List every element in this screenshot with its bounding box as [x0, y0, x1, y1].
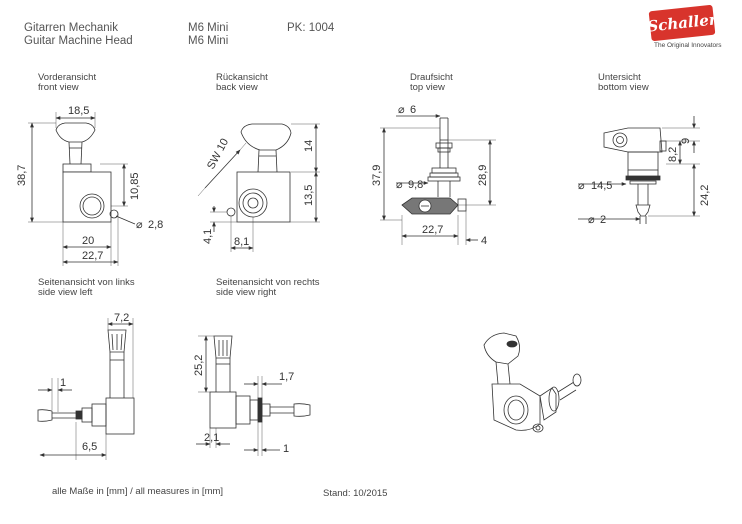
front-view-drawing — [28, 112, 136, 266]
diameter-symbol: ⌀ — [136, 219, 143, 231]
dim-back-41: 4,1 — [202, 229, 214, 244]
view-back-de: Rückansicht — [216, 72, 268, 83]
diameter-symbol: ⌀ — [578, 180, 585, 192]
dim-front-h2: 10,85 — [129, 172, 141, 200]
dim-right-17: 1,7 — [279, 371, 294, 383]
dim-bot-d145: 14,5 — [591, 180, 612, 192]
diameter-symbol: ⌀ — [398, 104, 405, 116]
bottom-view-drawing — [578, 116, 700, 224]
dim-right-21: 2,1 — [204, 432, 219, 444]
view-top-en: top view — [410, 82, 445, 93]
isometric-view-drawing — [483, 332, 582, 433]
dim-top-4: 4 — [481, 235, 487, 247]
dim-front-w20: 20 — [82, 235, 94, 247]
side-right-drawing — [196, 335, 311, 456]
model-label: M6 Mini — [188, 22, 229, 34]
dim-top-d98: 9,8 — [408, 179, 423, 191]
dim-left-72: 7,2 — [114, 312, 129, 324]
dim-top-d6: 6 — [410, 104, 416, 116]
dim-bot-82: 8,2 — [667, 147, 679, 162]
dim-back-14: 14 — [303, 140, 315, 152]
top-view-drawing — [380, 114, 496, 245]
units-note: alle Maße in [mm] / all measures in [mm] — [52, 486, 224, 497]
dim-bot-d2: 2 — [600, 214, 606, 226]
model-label-en: M6 Mini — [188, 35, 229, 47]
view-right-de: Seitenansicht von rechts — [216, 277, 320, 288]
dim-front-w22: 22,7 — [82, 250, 103, 262]
dim-back-sw: SW 10 — [205, 137, 231, 172]
diameter-symbol: ⌀ — [588, 214, 595, 226]
title-de: Gitarren Mechanik — [24, 22, 118, 34]
brand-tagline: The Original Innovators — [654, 42, 722, 49]
dim-bot-9: 9 — [680, 138, 692, 144]
dim-front-hole: 2,8 — [148, 219, 163, 231]
view-left-de: Seitenansicht von links — [38, 277, 135, 288]
view-top-de: Draufsicht — [410, 72, 453, 83]
view-right-en: side view right — [216, 287, 277, 298]
dim-top-227: 22,7 — [422, 224, 443, 236]
dim-left-65: 6,5 — [82, 441, 97, 453]
dim-back-81: 8,1 — [234, 236, 249, 248]
view-bottom-en: bottom view — [598, 82, 649, 93]
dim-left-1: 1 — [60, 377, 66, 389]
view-back-en: back view — [216, 82, 258, 93]
dim-front-height: 38,7 — [16, 165, 28, 186]
dim-right-252: 25,2 — [193, 355, 205, 376]
diameter-symbol: ⌀ — [396, 179, 403, 191]
dim-bot-242: 24,2 — [699, 185, 711, 206]
side-left-drawing — [37, 318, 135, 460]
title-en: Guitar Machine Head — [24, 35, 133, 47]
view-front-en: front view — [38, 82, 79, 93]
pk-number: PK: 1004 — [287, 22, 335, 34]
dim-top-379: 37,9 — [371, 165, 383, 186]
dim-back-135: 13,5 — [303, 185, 315, 206]
dim-right-1: 1 — [283, 443, 289, 455]
view-left-en: side view left — [38, 287, 93, 298]
back-view-drawing — [197, 123, 320, 252]
dim-front-width: 18,5 — [68, 105, 89, 117]
dim-top-289: 28,9 — [477, 165, 489, 186]
view-front-de: Vorderansicht — [38, 72, 97, 83]
revision-date: Stand: 10/2015 — [323, 488, 388, 499]
view-bottom-de: Untersicht — [598, 72, 641, 83]
